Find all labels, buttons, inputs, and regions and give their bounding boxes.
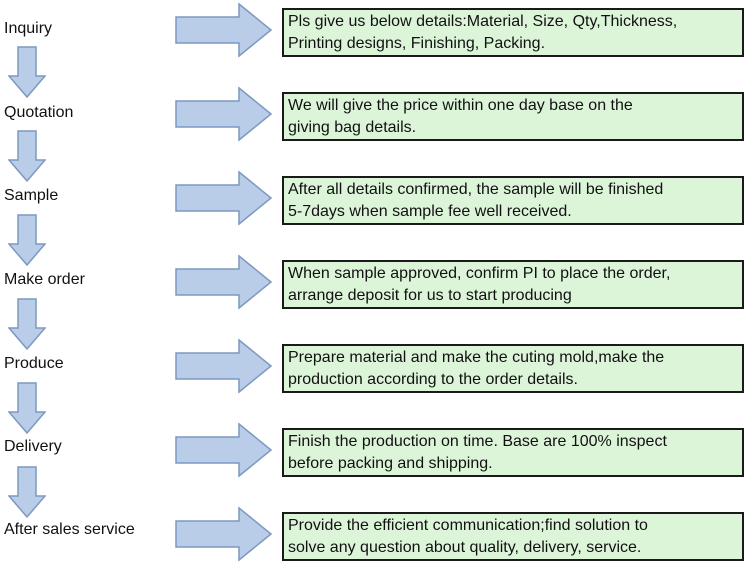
step-description-line: We will give the price within one day ba… <box>288 97 633 114</box>
right-arrow-icon <box>175 338 273 394</box>
step-description-line: solve any question about quality, delive… <box>288 539 642 556</box>
down-arrow-icon <box>8 130 46 182</box>
step-description-line: Finish the production on time. Base are … <box>288 433 667 450</box>
down-arrow-icon <box>8 46 46 98</box>
right-arrow-icon <box>175 506 273 562</box>
step-label: After sales service <box>4 521 135 538</box>
step-description-line: Printing designs, Finishing, Packing. <box>288 35 546 52</box>
right-arrow-icon <box>175 254 273 310</box>
step-label: Inquiry <box>4 20 53 37</box>
right-arrow-icon <box>175 86 273 142</box>
step-description-line: Pls give us below details:Material, Size… <box>288 13 678 30</box>
step-label: Sample <box>4 187 59 204</box>
step-description-line: When sample approved, confirm PI to plac… <box>288 265 671 282</box>
down-arrow-icon <box>8 382 46 434</box>
step-label: Produce <box>4 355 64 372</box>
step-description-line: After all details confirmed, the sample … <box>288 181 664 198</box>
step-description-line: arrange deposit for us to start producin… <box>288 287 572 304</box>
step-description-line: giving bag details. <box>288 119 417 136</box>
step-description-line: Provide the efficient communication;find… <box>288 517 648 534</box>
step-description-line: production according to the order detail… <box>288 371 578 388</box>
step-description-box: Pls give us below details:Material, Size… <box>282 8 744 57</box>
step-label: Delivery <box>4 438 62 455</box>
step-description-line: before packing and shipping. <box>288 455 493 472</box>
step-description-box: We will give the price within one day ba… <box>282 92 744 141</box>
step-description-box: Prepare material and make the cuting mol… <box>282 344 744 393</box>
down-arrow-icon <box>8 466 46 518</box>
step-description-box: After all details confirmed, the sample … <box>282 176 744 225</box>
right-arrow-icon <box>175 2 273 58</box>
step-label: Make order <box>4 271 85 288</box>
right-arrow-icon <box>175 170 273 226</box>
right-arrow-icon <box>175 422 273 478</box>
down-arrow-icon <box>8 214 46 266</box>
step-description-line: 5-7days when sample fee well received. <box>288 203 572 220</box>
step-description-line: Prepare material and make the cuting mol… <box>288 349 665 366</box>
step-description-box: When sample approved, confirm PI to plac… <box>282 260 744 309</box>
step-description-box: Finish the production on time. Base are … <box>282 428 744 477</box>
step-label: Quotation <box>4 104 74 121</box>
down-arrow-icon <box>8 298 46 350</box>
